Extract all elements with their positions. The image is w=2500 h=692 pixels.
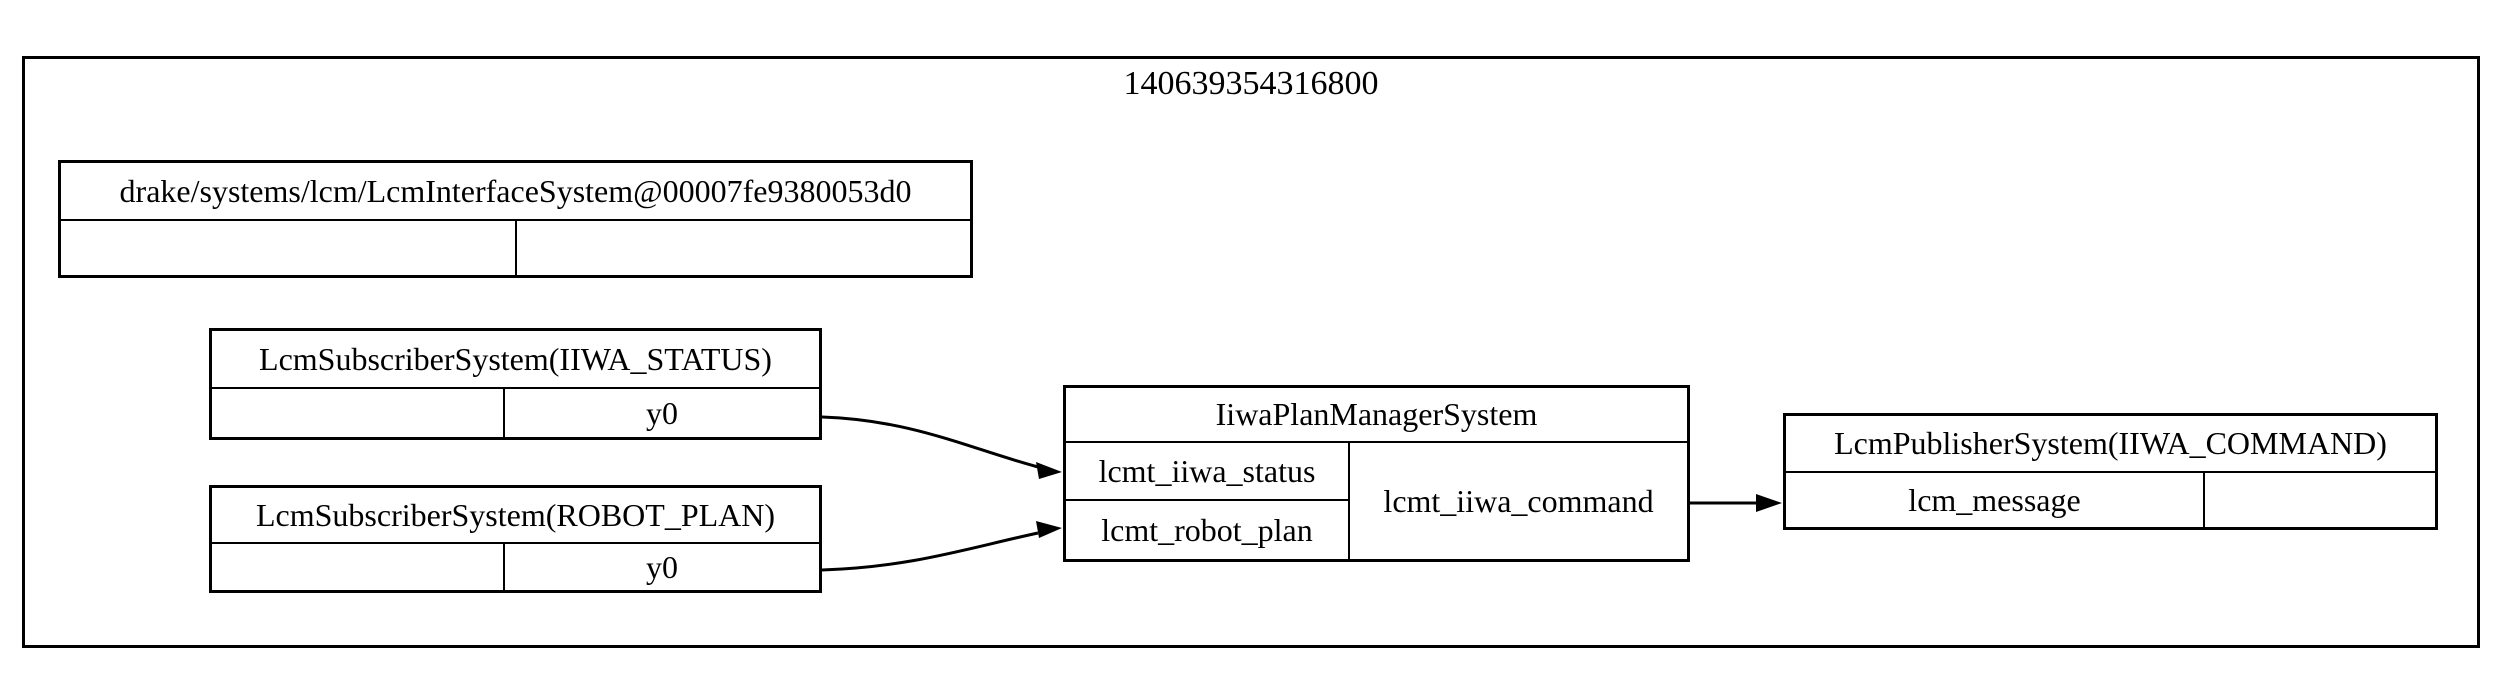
node-title: LcmSubscriberSystem(IIWA_STATUS): [212, 331, 819, 389]
node-lcm-subscriber-robot-plan: LcmSubscriberSystem(ROBOT_PLAN) y0: [209, 485, 822, 593]
edge-robot-plan-to-plan-manager: [821, 531, 1039, 572]
diagram-outer-frame: [22, 56, 2480, 648]
edge-iiwa-status-to-plan-manager: [821, 415, 1039, 469]
node-iiwa-plan-manager-system: IiwaPlanManagerSystem lcmt_iiwa_status l…: [1063, 385, 1690, 562]
node-lcm-publisher-iiwa-command: LcmPublisherSystem(IIWA_COMMAND) lcm_mes…: [1783, 413, 2438, 530]
input-port-lcmt-robot-plan: lcmt_robot_plan: [1101, 511, 1313, 548]
diagram-title: 140639354316800: [1123, 65, 1379, 102]
input-port-cell-empty: [212, 389, 505, 437]
input-port-lcmt-iiwa-status: lcmt_iiwa_status: [1066, 443, 1348, 501]
node-lcm-subscriber-iiwa-status: LcmSubscriberSystem(IIWA_STATUS) y0: [209, 328, 822, 440]
arrowhead-robot-plan: [1036, 521, 1062, 538]
node-title: LcmSubscriberSystem(ROBOT_PLAN): [212, 488, 819, 544]
arrowhead-lcm-message: [1756, 494, 1782, 512]
output-port-y0: y0: [646, 548, 678, 585]
output-port-lcmt-iiwa-command: lcmt_iiwa_command: [1348, 443, 1687, 559]
node-lcm-interface-system: drake/systems/lcm/LcmInterfaceSystem@000…: [58, 160, 973, 278]
input-port-cell-empty: [212, 544, 505, 590]
output-port-cell-empty: [517, 221, 970, 275]
output-port-y0: y0: [646, 394, 678, 431]
input-port-cell-empty: [61, 221, 517, 275]
output-port-cell-empty: [2205, 473, 2435, 527]
node-title: LcmPublisherSystem(IIWA_COMMAND): [1786, 416, 2435, 473]
input-port-lcm-message: lcm_message: [1786, 473, 2205, 527]
node-title: drake/systems/lcm/LcmInterfaceSystem@000…: [61, 163, 970, 221]
arrowhead-iiwa-status: [1036, 462, 1062, 479]
node-title: IiwaPlanManagerSystem: [1066, 388, 1687, 443]
